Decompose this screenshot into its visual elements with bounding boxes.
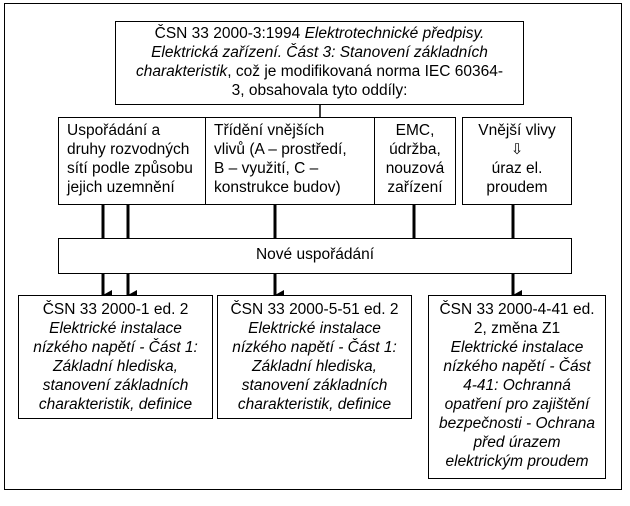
- section-3-line: údržba,: [389, 141, 441, 158]
- diagram-frame: [4, 3, 622, 490]
- bottom-box-2-line: Elektrické instalace: [248, 320, 381, 337]
- top-box: ČSN 33 2000-3:1994 Elektrotechnické před…: [115, 21, 524, 105]
- section-2-line: vlivů (A – prostředí,: [214, 141, 347, 158]
- top-box-title-1: Elektrotechnické předpisy.: [304, 25, 485, 42]
- section-1-line: druhy rozvodných: [67, 141, 190, 158]
- section-box-4: Vnější vlivy ⇩ úraz el. proudem: [462, 117, 572, 205]
- bottom-box-2-line: stanovení základních: [241, 377, 388, 394]
- bottom-box-2-line: nízkého napětí - Část 1:: [232, 339, 397, 356]
- section-4-line: úraz el.: [491, 160, 543, 177]
- down-arrow-icon: ⇩: [510, 141, 524, 158]
- bottom-box-2-line: charakteristik, definice: [237, 396, 392, 413]
- section-4-line: proudem: [486, 179, 548, 196]
- section-1-line: sítí podle způsobu: [67, 160, 193, 177]
- bottom-box-2: ČSN 33 2000-5-51 ed. 2 Elektrické instal…: [217, 295, 412, 419]
- section-2-line: konstrukce budov): [214, 179, 341, 196]
- bottom-box-1: ČSN 33 2000-1 ed. 2 Elektrické instalace…: [18, 295, 213, 419]
- bottom-box-3-line: 4-41: Ochranná: [463, 377, 571, 394]
- top-box-norm-code: ČSN 33 2000-3:1994: [154, 25, 305, 42]
- bottom-box-3-line: bezpečnosti - Ochrana: [439, 415, 595, 432]
- top-box-title-3: charakteristik: [135, 63, 228, 80]
- bottom-box-3: ČSN 33 2000-4-41 ed. 2, změna Z1 Elektri…: [428, 295, 606, 479]
- top-box-text-3: , což je modifikovaná norma IEC 60364-: [227, 63, 503, 80]
- section-3-line: nouzová: [385, 160, 445, 177]
- section-box-1: Uspořádání a druhy rozvodných sítí podle…: [58, 117, 207, 205]
- bottom-box-3-title: 2, změna Z1: [473, 320, 561, 337]
- top-box-text-4: 3, obsahovala tyto oddíly:: [231, 82, 408, 99]
- section-box-2: Třídění vnějších vlivů (A – prostředí, B…: [205, 117, 376, 205]
- section-2-line: B – využití, C –: [214, 160, 319, 177]
- bottom-box-1-line: stanovení základních: [42, 377, 189, 394]
- section-2-line: Třídění vnějších: [214, 122, 325, 139]
- middle-box-label: Nové uspořádání: [255, 246, 375, 263]
- section-box-3: EMC, údržba, nouzová zařízení: [374, 117, 456, 205]
- section-4-line: Vnější vlivy: [478, 122, 556, 139]
- middle-box: Nové uspořádání: [58, 238, 572, 274]
- bottom-box-3-title: ČSN 33 2000-4-41 ed.: [439, 301, 595, 318]
- bottom-box-1-line: charakteristik, definice: [38, 396, 193, 413]
- bottom-box-2-line: Základní hlediska,: [252, 358, 377, 375]
- bottom-box-1-line: Základní hlediska,: [53, 358, 178, 375]
- bottom-box-3-line: elektrickým proudem: [445, 453, 589, 470]
- bottom-box-1-title: ČSN 33 2000-1 ed. 2: [42, 301, 189, 318]
- bottom-box-3-line: před úrazem: [473, 434, 561, 451]
- bottom-box-3-line: nízkého napětí - Část: [443, 358, 591, 375]
- top-box-title-2: Elektrická zařízení. Část 3: Stanovení z…: [151, 44, 488, 61]
- section-3-line: zařízení: [387, 179, 443, 196]
- bottom-box-2-title: ČSN 33 2000-5-51 ed. 2: [230, 301, 399, 318]
- bottom-box-1-line: Elektrické instalace: [49, 320, 182, 337]
- section-3-line: EMC,: [395, 122, 435, 139]
- bottom-box-3-line: opatření pro zajištění: [444, 396, 590, 413]
- bottom-box-1-line: nízkého napětí - Část 1:: [33, 339, 198, 356]
- section-1-line: jejich uzemnění: [67, 179, 175, 196]
- bottom-box-3-line: Elektrické instalace: [450, 339, 584, 356]
- section-1-line: Uspořádání a: [67, 122, 161, 139]
